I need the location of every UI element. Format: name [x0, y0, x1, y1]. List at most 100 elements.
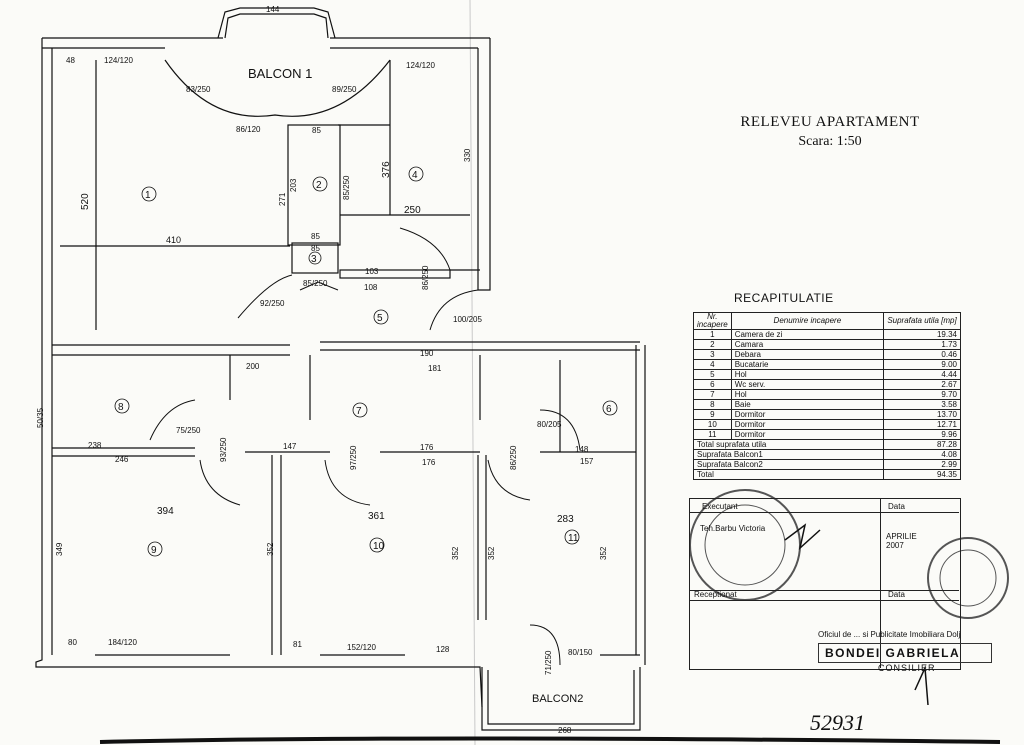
executant-name: Teh.Barbu Victoria — [700, 524, 766, 533]
dim-86-250b: 86/250 — [509, 445, 518, 470]
dim-83-250: 83/250 — [186, 85, 211, 94]
executant-label: Executant — [702, 502, 738, 511]
dim-97-250: 97/250 — [349, 445, 358, 470]
recap-row-area: 13.70 — [883, 409, 961, 420]
recap-row-area: 12.71 — [883, 419, 961, 430]
data-label-2: Data — [888, 590, 905, 599]
recap-row-area: 3.58 — [883, 399, 961, 410]
dim-108: 108 — [364, 283, 378, 292]
room-number-4: 4 — [412, 170, 418, 181]
recap-row-name: Hol — [730, 369, 885, 380]
dim-85-250a: 85/250 — [342, 175, 351, 200]
dim-152-120: 152/120 — [347, 643, 376, 652]
paper-fold — [469, 0, 476, 745]
walls — [35, 7, 646, 731]
recap-row-name: Dormitor — [730, 419, 885, 430]
dim-85-250b: 85/250 — [303, 279, 328, 288]
recap-row-nr: 8 — [693, 399, 732, 410]
dim-50-35: 50/35 — [36, 407, 45, 428]
recap-total-name: Total — [693, 469, 884, 480]
dim-128: 128 — [436, 645, 450, 654]
dim-75-250: 75/250 — [176, 426, 201, 435]
recap-head-name: Denumire incapere — [730, 312, 885, 330]
recap-row-area: 2.67 — [883, 379, 961, 390]
dim-148: 148 — [575, 445, 589, 454]
recap-row-area: 9.96 — [883, 429, 961, 440]
dim-157: 157 — [580, 457, 594, 466]
page-title: RELEVEU APARTAMENT — [740, 114, 920, 130]
room-number-3: 3 — [311, 254, 317, 265]
dim-238: 238 — [88, 441, 102, 450]
recap-head-area: Suprafata utila [mp] — [883, 312, 961, 330]
room-number-11: 11 — [568, 533, 579, 544]
executant-signature — [784, 523, 821, 551]
recap-header-row: Nr. incapere Denumire incapere Suprafata… — [693, 312, 961, 330]
dim-80: 80 — [68, 638, 77, 647]
scale-label: Scara: 1:50 — [798, 134, 862, 149]
dim-352c: 352 — [487, 546, 496, 560]
recap-row-nr: 10 — [693, 419, 732, 430]
dim-352d: 352 — [599, 546, 608, 560]
dim-176a: 176 — [420, 443, 434, 452]
dim-352a: 352 — [266, 542, 275, 556]
stamp-role: CONSILIER — [878, 663, 936, 673]
executant-date: APRILIE 2007 — [886, 532, 917, 550]
dim-203: 203 — [289, 178, 298, 192]
room-number-1: 1 — [145, 190, 151, 201]
dim-124-120a: 124/120 — [104, 56, 133, 65]
dim-181: 181 — [428, 364, 442, 373]
balcon1-label: BALCON 1 — [248, 66, 312, 81]
room-number-9: 9 — [151, 545, 157, 556]
stamp-name: BONDEI GABRIELA — [818, 643, 992, 663]
recap-row-name: Bucatarie — [730, 359, 885, 370]
recap-head-nr: Nr. incapere — [693, 312, 732, 330]
dim-80-150: 80/150 — [568, 648, 593, 657]
dim-410: 410 — [166, 235, 181, 245]
recap-total-area: 4.08 — [883, 449, 961, 460]
room-number-8: 8 — [118, 402, 124, 413]
dim-86-120: 86/120 — [236, 125, 261, 134]
door-swings — [149, 227, 581, 666]
sig-divider-vertical — [880, 498, 881, 668]
recap-total-name: Suprafata Balcon2 — [693, 459, 884, 470]
recap-row-area: 4.44 — [883, 369, 961, 380]
dim-147: 147 — [283, 442, 297, 451]
sig-divider-top — [689, 512, 959, 513]
recap-row-nr: 3 — [693, 349, 732, 360]
dim-330: 330 — [463, 148, 472, 162]
recap-row-nr: 11 — [693, 429, 732, 440]
dim-361: 361 — [368, 511, 385, 522]
receptionat-label: Receptionat — [694, 590, 737, 599]
recap-row-name: Camara — [730, 339, 885, 350]
dim-89-250: 89/250 — [332, 85, 357, 94]
page-bottom-edge — [99, 736, 1001, 744]
recap-title: RECAPITULATIE — [734, 291, 834, 305]
recap-row-name: Hol — [730, 389, 885, 400]
room-number-5: 5 — [377, 313, 383, 324]
dim-520: 520 — [80, 193, 91, 210]
dim-85a: 85 — [312, 126, 321, 135]
recap-row-name: Dormitor — [730, 429, 885, 440]
recap-row-name: Wc serv. — [730, 379, 885, 390]
recap-row-nr: 5 — [693, 369, 732, 380]
dim-93-250: 93/250 — [219, 437, 228, 462]
room-number-10: 10 — [373, 541, 385, 552]
dim-144: 144 — [266, 5, 280, 14]
data-label-1: Data — [888, 502, 905, 511]
dim-100-205: 100/205 — [453, 315, 482, 324]
dim-85c: 85 — [311, 244, 320, 253]
dim-349: 349 — [55, 542, 64, 556]
dim-352b: 352 — [451, 546, 460, 560]
recap-row-nr: 9 — [693, 409, 732, 420]
dim-86-250a: 86/250 — [421, 265, 430, 290]
